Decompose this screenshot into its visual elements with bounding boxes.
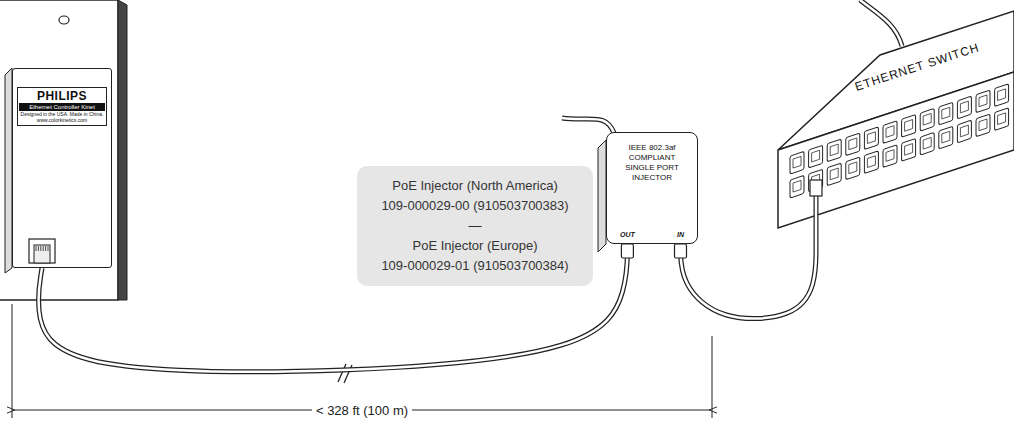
cable-outline [38,244,627,372]
switch-box: ETHERNET SWITCH [770,10,1014,245]
wall-plate [0,0,118,300]
node-text: OUT [620,231,635,238]
cable-outline [681,244,817,319]
power-cord [562,118,614,133]
cable-core [681,244,817,319]
cable-core [38,244,627,372]
node-text: 109-000029-00 (910503700383) [369,196,581,216]
ethernet-cable [675,244,817,319]
device-side [5,68,12,273]
power-cord [562,118,614,133]
uplink-cable [860,0,902,46]
node-text: — [369,216,581,236]
wall-plate-edge [118,0,127,300]
label-holder: < 328 ft (100 m) [312,401,412,419]
node-text: 109-000029-01 (910503700384) [369,256,581,276]
node-text: www.colorkinetics.com [19,117,105,123]
text-group: OUT IN [610,231,694,238]
node-text: Designed in the USA. Made in China. [19,111,105,117]
text-group: IEEE 802.3af COMPLIANT SINGLE PORT INJEC… [619,143,685,183]
node-text: PoE Injector (Europe) [369,236,581,256]
callout-box: PoE Injector (North America)109-000029-0… [357,166,593,286]
break-mark [338,364,352,383]
extension-line [712,336,713,418]
ethernet-cable [38,244,633,372]
uplink-cable [860,0,902,46]
injector-side [598,140,606,252]
device-box: PHILIPSEthernet Controller KinetDesigned… [12,68,112,268]
rj45-plug [621,244,633,258]
rj45-jack [27,237,57,265]
extension-line [12,304,13,418]
node-text: Ethernet Controller Kinet [19,103,105,111]
injector-box: IEEE 802.3af COMPLIANT SINGLE PORT INJEC… [606,132,698,244]
dimension-label: < 328 ft (100 m) [312,403,412,418]
text-group: PoE Injector (North America)109-000029-0… [369,176,581,276]
node-text: IN [677,231,684,238]
node-text: IEEE 802.3af COMPLIANT SINGLE PORT INJEC… [619,143,685,183]
node-text: PoE Injector (North America) [369,176,581,196]
screw-hole [59,16,69,24]
rj45-plug [675,244,687,258]
text-group: PHILIPSEthernet Controller KinetDesigned… [17,87,107,126]
node-text: PHILIPS [19,89,105,103]
